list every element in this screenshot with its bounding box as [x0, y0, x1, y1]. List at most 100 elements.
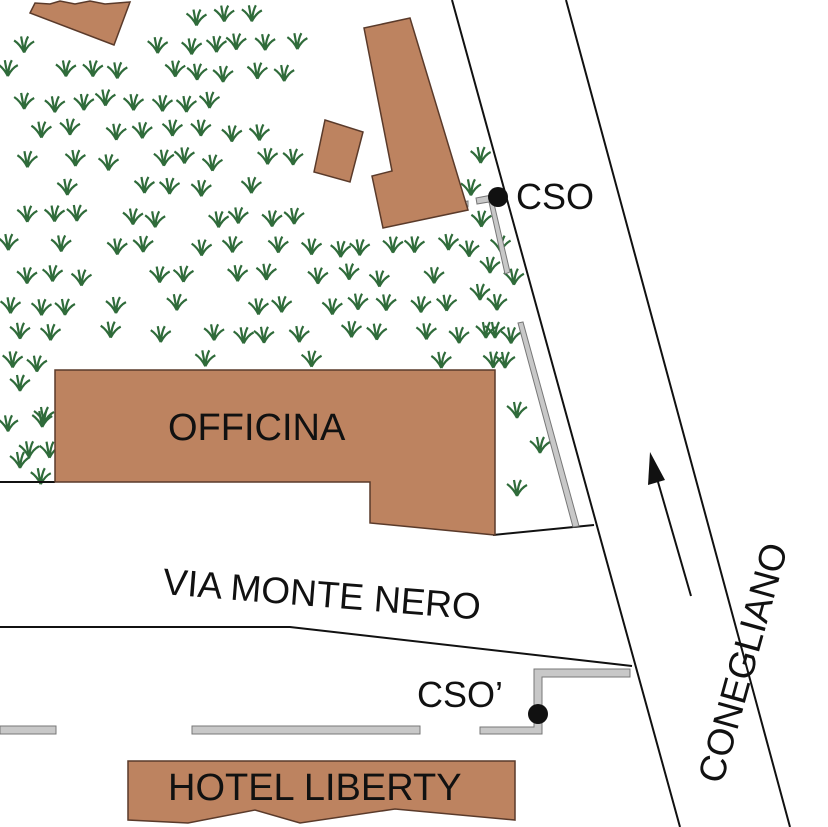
grass-tuft-icon	[227, 264, 249, 282]
grass-tuft-icon	[368, 270, 390, 288]
grass-tuft-icon	[147, 36, 169, 54]
grass-tuft-icon	[18, 440, 40, 458]
grass-tuft-icon	[475, 321, 497, 339]
wall-segment	[0, 725, 57, 735]
grass-tuft-icon	[241, 4, 263, 22]
grass-tuft-icon	[172, 265, 195, 283]
grass-tuft-icon	[13, 35, 35, 53]
grass-tuft-icon	[9, 451, 31, 469]
grass-tuft-icon	[500, 326, 522, 344]
grass-tuft-icon	[100, 321, 122, 339]
grass-tuft-icon	[256, 147, 279, 165]
grass-tuft-icon	[255, 263, 277, 281]
grass-tuft-icon	[55, 59, 77, 77]
grass-tuft-icon	[106, 61, 128, 79]
grass-tuft-icon	[205, 35, 228, 53]
grass-tuft-icon	[94, 89, 116, 107]
grass-tuft-icon	[201, 154, 223, 172]
grass-tuft-icon	[33, 406, 55, 424]
wall-segment	[479, 668, 631, 735]
grass-tuft-icon	[403, 235, 426, 253]
road-edge-west	[451, 0, 681, 827]
grass-tuft-icon	[30, 298, 53, 316]
grass-tuft-icon	[16, 266, 38, 284]
grass-tuft-icon	[43, 204, 66, 223]
grass-tuft-icon	[366, 323, 388, 341]
grass-tuft-icon	[190, 179, 212, 197]
cso-label: CSO	[516, 176, 594, 217]
grass-tuft-icon	[190, 119, 212, 137]
grass-tuft-icon	[54, 298, 76, 316]
grass-tuft-icon	[82, 59, 104, 78]
grass-tuft-icon	[494, 351, 516, 369]
grass-tuft-icon	[470, 210, 492, 228]
via-monte-nero-label: VIA MONTE NERO	[161, 561, 482, 627]
grass-tuft-icon	[30, 467, 52, 485]
grass-tuft-icon	[261, 209, 283, 228]
conegliano-label: CONEGLIANO	[690, 538, 795, 787]
grass-tuft-icon	[286, 32, 308, 50]
grass-tuft-icon	[246, 62, 268, 80]
grass-tuft-icon	[375, 293, 397, 311]
grass-tuft-icon	[247, 297, 269, 315]
grass-tuft-icon	[213, 4, 235, 23]
grass-tuft-icon	[198, 91, 221, 109]
grass-tuft-icon	[97, 153, 120, 171]
grass-tuft-icon	[0, 59, 19, 77]
grass-tuft-icon	[106, 237, 128, 256]
grass-tuft-icon	[122, 207, 144, 226]
grass-tuft-icon	[271, 295, 293, 313]
grass-tuft-icon	[186, 63, 208, 81]
grass-tuft-icon	[484, 321, 506, 339]
cso-marker-icon[interactable]	[488, 187, 508, 207]
grass-tuft-icon	[283, 207, 305, 225]
grass-tuft-icon	[436, 294, 458, 312]
grass-tuft-icon	[503, 268, 525, 286]
grass-tuft-icon	[66, 204, 88, 222]
grass-tuft-icon	[430, 351, 452, 369]
grass-tuft-icon	[158, 177, 181, 195]
grass-tuft-icon	[482, 351, 504, 369]
grass-tuft-icon	[273, 64, 295, 82]
grass-tuft-icon	[59, 118, 81, 136]
grass-tuft-icon	[330, 240, 352, 258]
grass-tuft-icon	[460, 178, 482, 196]
wall-segment	[191, 725, 421, 735]
grass-tuft-icon	[151, 94, 174, 112]
grass-tuft-icon	[0, 233, 19, 251]
grass-tuft-icon	[415, 322, 437, 340]
via-monte-nero-south-edge	[0, 626, 633, 667]
grass-tuft-icon	[153, 149, 175, 167]
building-officina	[54, 369, 496, 536]
grass-tuft-icon	[253, 326, 275, 344]
grass-tuft-icon	[56, 178, 78, 196]
wall-segment	[517, 321, 580, 528]
grass-tuft-icon	[132, 235, 154, 253]
building-small	[313, 119, 364, 183]
grass-tuft-icon	[506, 401, 528, 419]
grass-tuft-icon	[150, 325, 172, 343]
grass-tuft-icon	[254, 33, 276, 51]
grass-tuft-icon	[2, 350, 24, 368]
grass-tuft-icon	[39, 323, 62, 341]
grass-tuft-icon	[529, 436, 551, 454]
grass-tuft-icon	[248, 123, 270, 141]
hotel-liberty-label: HOTEL LIBERTY	[168, 767, 462, 809]
grass-tuft-icon	[208, 210, 230, 228]
grass-tuft-icon	[64, 149, 86, 167]
grass-tuft-icon	[340, 320, 363, 338]
building-hotel-liberty	[127, 760, 516, 824]
grass-tuft-icon	[144, 210, 166, 228]
grass-tuft-icon	[423, 266, 445, 284]
grass-tuft-icon	[382, 236, 404, 254]
grass-tuft-icon	[13, 92, 35, 110]
grass-tuft-icon	[0, 414, 19, 432]
grass-tuft-icon	[38, 441, 61, 459]
grass-tuft-icon	[506, 479, 528, 497]
grass-tuft-icon	[307, 267, 329, 285]
grass-tuft-icon	[479, 256, 501, 274]
grass-tuft-icon	[282, 148, 304, 166]
grass-tuft-icon	[161, 119, 183, 137]
cso-prime-marker-icon[interactable]	[528, 704, 548, 724]
grass-tuft-icon	[166, 293, 188, 311]
